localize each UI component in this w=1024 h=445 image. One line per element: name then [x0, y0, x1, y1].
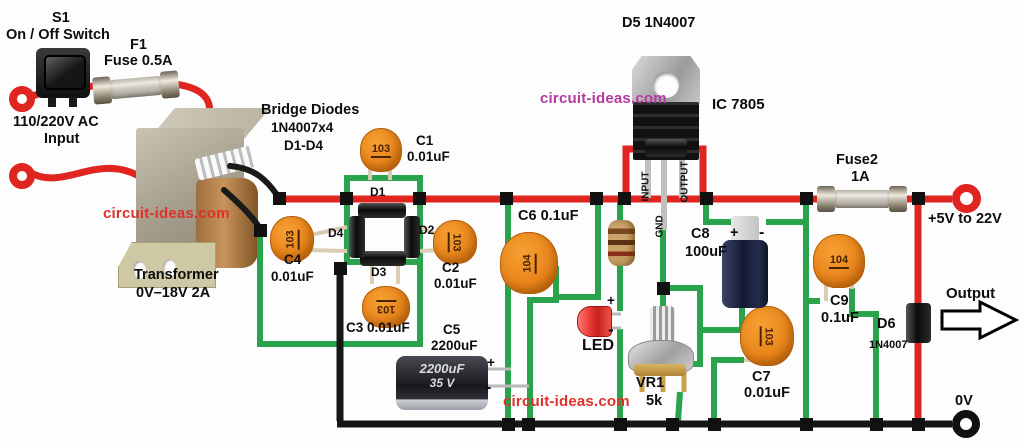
label-c8-value: 100uF — [685, 244, 727, 260]
capacitor-c1-code: 103 — [370, 143, 392, 158]
label-c9-ref: C9 — [830, 293, 849, 309]
label-vr1-value: 5k — [646, 393, 663, 409]
capacitor-c2-code: 103 — [447, 231, 463, 253]
label-c8-minus: - — [759, 224, 765, 241]
label-vr1-ref: VR1 — [636, 375, 665, 391]
label-c7-ref: C7 — [752, 369, 771, 385]
label-d2: D2 — [419, 223, 435, 237]
watermark-left: circuit-ideas.com — [103, 205, 230, 222]
label-led: LED — [582, 337, 614, 354]
capacitor-c8-spacer — [731, 216, 759, 244]
led-resistor — [608, 220, 635, 266]
bridge-diode-d1 — [358, 203, 406, 218]
capacitor-c4: 103 — [270, 216, 314, 262]
terminal-output-ground — [952, 410, 980, 438]
label-c2-ref: C2 — [442, 260, 460, 275]
terminal-output-positive — [952, 184, 981, 213]
label-transformer-rating: 0V–18V 2A — [136, 285, 211, 301]
capacitor-c6: 104 — [500, 232, 558, 294]
capacitor-c3-code: 103 — [375, 299, 397, 315]
label-ic-7805: IC 7805 — [712, 96, 765, 113]
label-d1: D1 — [370, 185, 386, 199]
label-s1-ref: S1 — [52, 10, 70, 26]
label-d5: D5 1N4007 — [622, 15, 696, 31]
capacitor-c8 — [722, 240, 768, 308]
label-c6-ref: C6 0.1uF — [518, 208, 579, 224]
capacitor-c1: 103 — [360, 128, 402, 172]
label-f1-ref: F1 — [130, 37, 147, 53]
label-bridge-part: 1N4007x4 — [271, 120, 334, 135]
label-c2-value: 0.01uF — [434, 276, 477, 291]
label-c8-ref: C8 — [691, 226, 710, 242]
potentiometer-base — [634, 364, 686, 376]
capacitor-c6-code: 104 — [521, 252, 537, 274]
capacitor-c7-code: 103 — [759, 325, 775, 347]
label-ac-line1: 110/220V AC — [13, 114, 99, 130]
label-c4-value: 0.01uF — [271, 269, 314, 284]
transformer-bracket — [118, 242, 216, 288]
label-c8-plus: + — [730, 225, 739, 241]
capacitor-c5-voltage: 35 V — [429, 376, 455, 390]
label-bridge-range: D1-D4 — [284, 138, 324, 153]
capacitor-c3: 103 — [362, 286, 410, 328]
label-bridge-title: Bridge Diodes — [261, 102, 360, 118]
label-pin-input: INPUT — [640, 171, 652, 202]
label-c7-value: 0.01uF — [744, 385, 790, 401]
capacitor-c5: 2200uF 35 V — [396, 356, 488, 410]
label-pin-output: OUTPUT — [679, 161, 691, 203]
label-fuse2-value: 1A — [851, 169, 870, 185]
label-c1-value: 0.01uF — [407, 149, 450, 164]
diode-d5 — [645, 139, 687, 157]
bridge-diode-d2 — [404, 216, 420, 258]
capacitor-c9-code: 104 — [828, 254, 850, 269]
label-d6-value: 1N4007 — [869, 339, 908, 351]
label-output: Output — [946, 285, 996, 302]
potentiometer-shaft — [650, 306, 675, 344]
label-c3-ref: C3 0.01uF — [346, 320, 410, 335]
ic-mounting-hole — [653, 72, 679, 99]
label-c5-plus: + — [487, 355, 495, 370]
label-led-plus: + — [607, 293, 615, 308]
output-arrow-icon — [940, 299, 1020, 341]
label-c4-ref: C4 — [284, 252, 302, 267]
label-d4: D4 — [328, 226, 344, 240]
watermark-top: circuit-ideas.com — [540, 90, 667, 107]
label-s1-name: On / Off Switch — [6, 27, 110, 43]
label-c1-ref: C1 — [416, 133, 434, 148]
capacitor-c7: 103 — [740, 306, 794, 366]
terminal-ac-live — [9, 86, 35, 112]
bridge-diode-d4 — [349, 216, 365, 258]
label-fuse2-ref: Fuse2 — [836, 152, 878, 168]
led — [577, 306, 612, 337]
label-zero-volt: 0V — [955, 393, 973, 409]
label-c5-ref: C5 — [443, 322, 461, 337]
capacitor-c2: 103 — [433, 220, 477, 264]
ic-7805-tab — [632, 56, 700, 104]
diode-d6 — [906, 303, 931, 343]
label-f1-name: Fuse 0.5A — [104, 53, 173, 69]
label-ac-line2: Input — [44, 131, 80, 147]
rocker-switch-s1 — [36, 48, 90, 107]
bridge-diode-d3 — [360, 251, 406, 266]
label-transformer-name: Transformer — [134, 267, 219, 283]
label-d6-ref: D6 — [877, 316, 896, 332]
label-c5-value: 2200uF — [431, 338, 478, 353]
label-output-voltage: +5V to 22V — [928, 211, 1002, 227]
label-led-minus: - — [608, 320, 614, 339]
switch-rocker — [44, 55, 86, 90]
label-d3: D3 — [371, 265, 387, 279]
label-c5-minus: - — [486, 379, 492, 396]
capacitor-c9: 104 — [813, 234, 865, 288]
capacitor-c5-marking: 2200uF — [419, 361, 465, 376]
watermark-bottom: circuit-ideas.com — [503, 393, 630, 410]
label-pin-gnd: GND — [654, 215, 666, 238]
label-c9-value: 0.1uF — [821, 310, 859, 326]
fuse-f2 — [817, 186, 907, 212]
capacitor-c4-code: 103 — [284, 228, 300, 250]
terminal-ac-neutral — [9, 163, 35, 189]
